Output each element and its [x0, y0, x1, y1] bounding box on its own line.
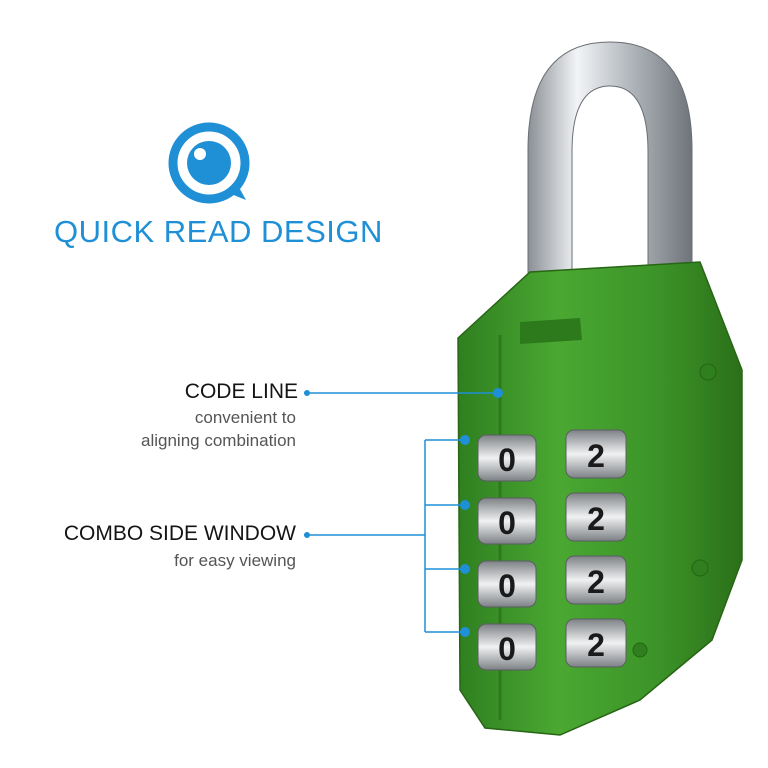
callout-dots	[304, 388, 503, 637]
dial-front-digit: 2	[587, 501, 605, 537]
headline: QUICK READ DESIGN	[54, 214, 383, 249]
dial-side-digit: 0	[498, 568, 516, 604]
eye-icon	[168, 122, 250, 204]
dial-front-digit: 2	[587, 627, 605, 663]
combination-dials: 0 0 0 0 2 2 2 2	[477, 429, 627, 671]
dial-side-digit: 0	[498, 505, 516, 541]
dial-front-digit: 2	[587, 438, 605, 474]
dial-side-digit: 0	[498, 442, 516, 478]
code-line-description-2: aligning combination	[141, 431, 296, 450]
combo-window-title: COMBO SIDE WINDOW	[63, 522, 296, 545]
dial-side-digit: 0	[498, 631, 516, 667]
combo-window-description: for easy viewing	[174, 551, 296, 570]
callout-lines	[304, 392, 498, 633]
code-line-title: CODE LINE	[184, 380, 298, 403]
dial-front-digit: 2	[587, 564, 605, 600]
code-line-description: convenient to	[194, 408, 296, 427]
